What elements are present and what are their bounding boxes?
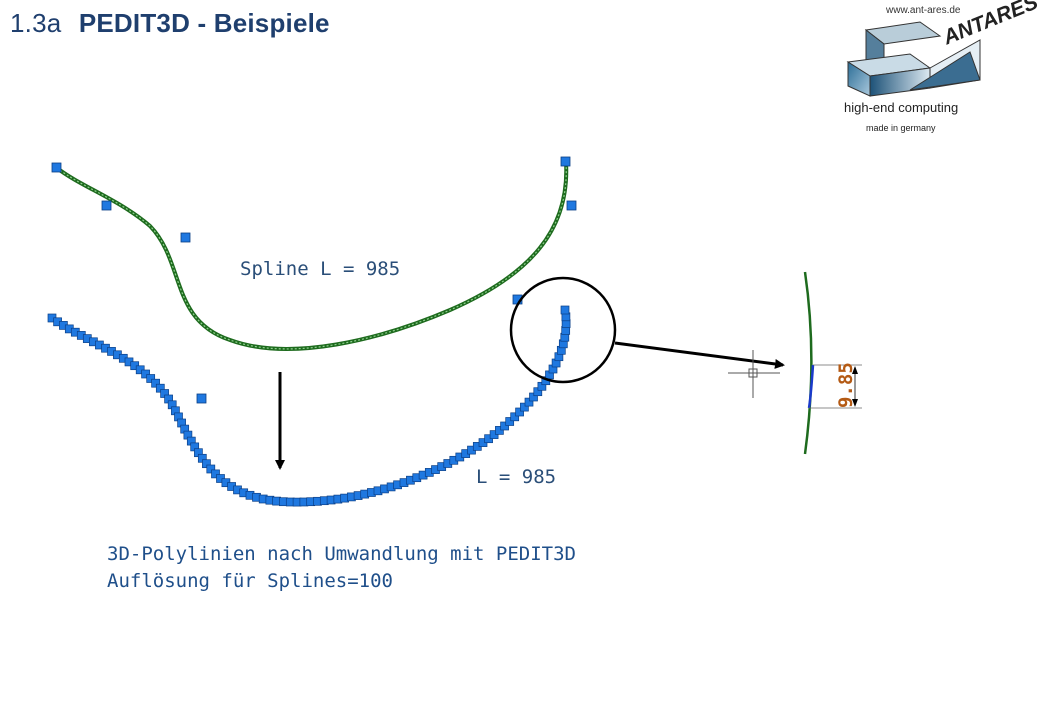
description: 3D-Polylinien nach Umwandlung mit PEDIT3… xyxy=(107,541,576,595)
slide-heading: PEDIT3D - Beispiele xyxy=(78,8,330,38)
zoom-detail: 9.85 xyxy=(728,271,862,455)
description-line-2: Auflösung für Splines=100 xyxy=(107,570,393,592)
control-point xyxy=(560,156,571,167)
spline-control-points xyxy=(51,156,577,404)
control-point xyxy=(196,393,207,404)
slide-title: 1.3a PEDIT3D - Beispiele xyxy=(10,8,330,39)
spline-curve-texture xyxy=(56,161,567,350)
zoom-circle xyxy=(509,276,617,384)
crosshair-cursor xyxy=(728,350,780,398)
dimension-annotation xyxy=(809,364,862,409)
spline-length-label: Spline L = 985 xyxy=(240,258,401,280)
polyline-vertex xyxy=(520,402,529,412)
detail-segment xyxy=(807,364,815,409)
detail-curve xyxy=(803,271,813,455)
polyline-vertex xyxy=(524,397,534,407)
polyline-vertex xyxy=(515,407,524,417)
polyline-vertex xyxy=(141,369,150,379)
spline-curve xyxy=(55,161,569,351)
polyline-vertex xyxy=(510,412,520,422)
slide-number: 1.3a xyxy=(10,8,62,38)
zoom-arrow xyxy=(614,341,785,369)
polyline-vertex xyxy=(206,464,216,474)
polyline-vertices xyxy=(47,305,571,507)
antares-logo: www.ant-ares.de ANTARES high-end computi… xyxy=(840,0,1040,140)
description-line-1: 3D-Polylinien nach Umwandlung mit PEDIT3… xyxy=(107,543,576,565)
control-point xyxy=(180,232,191,243)
polyline-vertex xyxy=(211,469,220,479)
polyline-vertex xyxy=(500,421,509,431)
polyline-vertex xyxy=(202,459,211,469)
logo-url: www.ant-ares.de xyxy=(886,5,961,16)
logo-tagline: high-end computing xyxy=(844,100,959,115)
polyline-vertex xyxy=(505,417,515,426)
control-point xyxy=(51,162,62,173)
control-point xyxy=(101,200,112,211)
polyline-vertex xyxy=(151,378,160,388)
polyline-vertex xyxy=(146,374,156,383)
polyline-length-label: L = 985 xyxy=(476,466,557,488)
polyline-vertex xyxy=(560,305,570,315)
dimension-value: 9.85 xyxy=(835,362,857,408)
control-point xyxy=(566,200,577,211)
logo-subline: made in germany xyxy=(866,123,936,133)
logo-graphic xyxy=(846,21,981,97)
polyline-vertex xyxy=(495,426,504,435)
